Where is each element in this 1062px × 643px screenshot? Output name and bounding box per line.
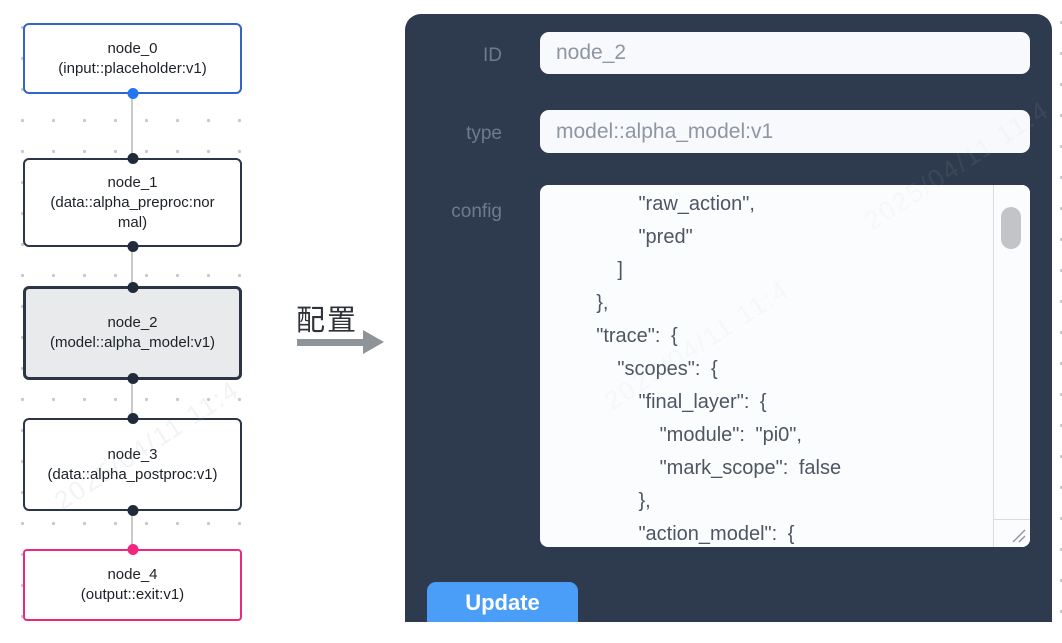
node-node_2[interactable]: node_2 (model::alpha_model:v1) <box>23 282 242 384</box>
input-port-icon[interactable] <box>127 282 138 293</box>
node-title: node_4 <box>107 566 158 583</box>
node-node_0[interactable]: node_0 (input::placeholder:v1) <box>23 23 242 99</box>
edge-node2-node3 <box>131 380 133 418</box>
node-node_1[interactable]: node_1 (data::alpha_preproc:normal) <box>23 153 242 252</box>
editor-canvas: ID type config "raw_action", "pred" ] },… <box>390 0 1062 622</box>
config-textarea[interactable]: "raw_action", "pred" ] }, "trace": { "sc… <box>540 185 1030 547</box>
input-port-icon[interactable] <box>127 544 138 555</box>
node-title: node_0 <box>107 39 158 57</box>
input-port-icon[interactable] <box>127 413 138 424</box>
type-input[interactable] <box>540 110 1030 153</box>
node-node_3[interactable]: node_3 (data::alpha_postproc:v1) <box>23 413 242 516</box>
config-panel: ID type config "raw_action", "pred" ] },… <box>405 14 1052 622</box>
node-title: node_1 <box>107 173 158 191</box>
output-port-icon[interactable] <box>127 373 138 384</box>
config-json-text[interactable]: "raw_action", "pred" ] }, "trace": { "sc… <box>596 193 842 545</box>
update-button[interactable]: Update <box>427 582 578 622</box>
node-subtitle: (input::placeholder:v1) <box>58 59 207 77</box>
scrollbar-track[interactable] <box>993 185 1030 547</box>
node-subtitle: (model::alpha_model:v1) <box>49 334 216 351</box>
id-field-label: ID <box>483 45 502 66</box>
annotation-label: 配置 <box>296 305 359 337</box>
arrow-right-icon <box>363 330 384 354</box>
node-subtitle: (data::alpha_postproc:v1) <box>47 465 218 483</box>
scrollbar-thumb[interactable] <box>1001 207 1021 249</box>
id-input[interactable] <box>540 32 1030 74</box>
edge-node3-node4 <box>131 511 133 549</box>
resize-grip-icon <box>1012 529 1026 543</box>
edge-node0-node1 <box>131 94 133 158</box>
node-subtitle: (output::exit:v1) <box>80 586 185 603</box>
output-port-icon[interactable] <box>127 505 138 516</box>
node-title: node_3 <box>107 445 158 463</box>
input-port-icon[interactable] <box>127 153 138 164</box>
resize-handle[interactable] <box>994 519 1030 547</box>
output-port-icon[interactable] <box>127 241 138 252</box>
node-title: node_2 <box>107 314 158 331</box>
type-field-label: type <box>466 123 502 144</box>
output-port-icon[interactable] <box>127 88 138 99</box>
node-node_4[interactable]: node_4 (output::exit:v1) <box>23 544 242 621</box>
pipeline-canvas[interactable]: node_0 (input::placeholder:v1) node_1 (d… <box>0 0 268 643</box>
node-subtitle: (data::alpha_preproc:normal) <box>50 193 215 231</box>
edge-node1-node2 <box>131 247 133 286</box>
arrow-shaft <box>297 339 363 346</box>
config-field-label: config <box>451 201 502 222</box>
